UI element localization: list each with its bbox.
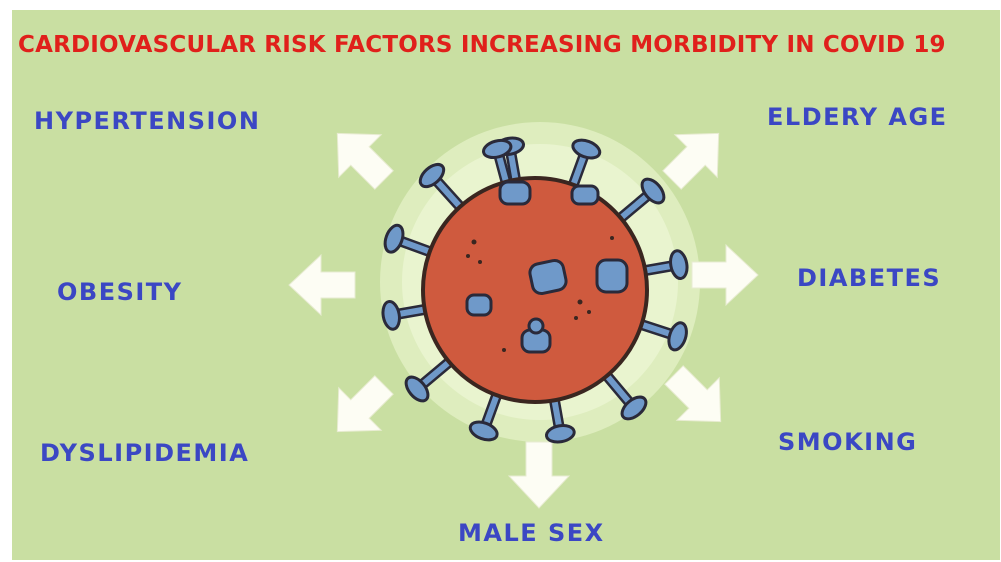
arrow-icon-hypertension [316,112,405,201]
factor-hypertension: HYPERTENSION [34,107,260,135]
factor-dyslipidemia: DYSLIPIDEMIA [40,439,249,467]
factor-diabetes: DIABETES [797,264,941,292]
factor-smoking: SMOKING [778,428,917,456]
arrow-icon-male-sex [509,442,569,508]
factor-male-sex: MALE SEX [458,519,605,547]
infographic-canvas: CARDIOVASCULAR RISK FACTORS INCREASING M… [12,10,1000,560]
arrow-icon-dyslipidemia [316,364,405,453]
factor-obesity: OBESITY [57,278,183,306]
factor-eldery-age: ELDERY AGE [767,103,948,131]
page-title: CARDIOVASCULAR RISK FACTORS INCREASING M… [18,32,1000,58]
arrow-icon-obesity [289,255,355,315]
arrow-icon-diabetes [692,245,758,305]
coronavirus-icon [423,178,647,402]
